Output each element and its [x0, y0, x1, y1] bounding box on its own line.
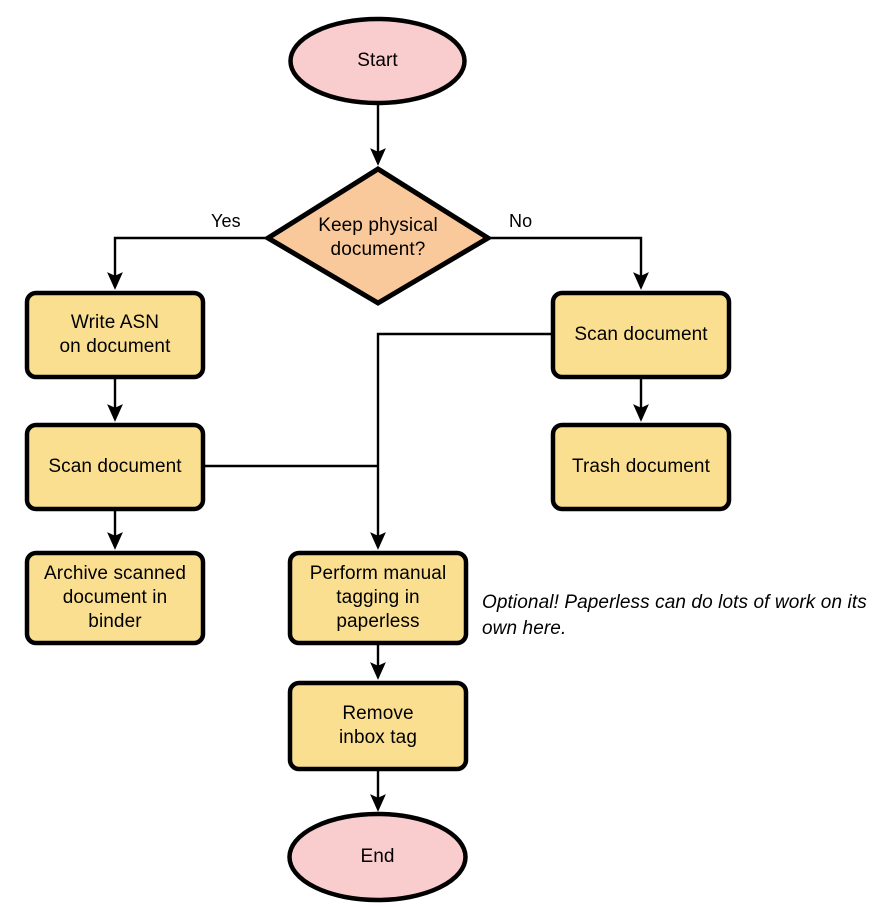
node-trash-shape[interactable]	[550, 422, 732, 512]
node-remove-inbox-shape[interactable]	[287, 680, 469, 772]
edge-scan-right-to-tagging	[370, 332, 553, 550]
node-archive-shape[interactable]	[24, 550, 206, 646]
edge-label-yes: Yes	[211, 211, 241, 231]
node-scan-right-shape[interactable]	[550, 290, 732, 380]
node-write-asn-shape[interactable]	[24, 290, 206, 380]
node-tagging-shape[interactable]	[287, 550, 469, 646]
edge-decision-yes-to-write-asn	[107, 236, 266, 290]
node-end-shape[interactable]	[287, 811, 468, 903]
edge-label-no: No	[509, 211, 533, 231]
optional-note: Optional! Paperless can do lots of work …	[482, 592, 867, 640]
node-scan-left-shape[interactable]	[24, 422, 206, 512]
node-start-shape[interactable]	[288, 16, 467, 106]
node-decision-shape[interactable]	[263, 166, 493, 306]
edge-decision-no-to-scan-right	[490, 236, 649, 290]
